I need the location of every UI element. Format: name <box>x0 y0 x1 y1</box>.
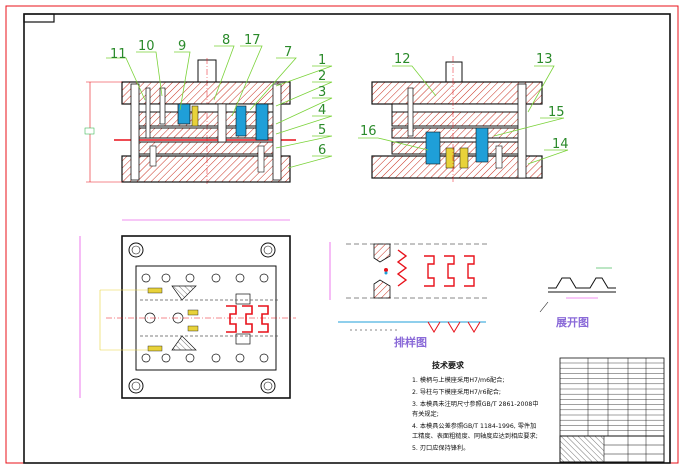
lower-die-plan-view <box>79 219 296 399</box>
strip-layout-title: 排样图 <box>394 335 427 349</box>
unfolded-part-drawing <box>539 267 616 313</box>
tech-note-2: 2. 导柱与下模座采用H7/r6配合; <box>412 388 501 396</box>
part-number-14: 14 <box>552 137 569 152</box>
part-number-4: 4 <box>318 103 326 118</box>
side-view-part-numbers: 12 13 15 16 14 <box>360 52 569 152</box>
part-number-10: 10 <box>138 39 155 54</box>
tech-title: 技术要求 <box>432 360 465 370</box>
inner-border <box>23 13 671 464</box>
unfold-title: 展开图 <box>555 316 589 329</box>
tech-note-4b: 工精度、表面粗糙度、同轴度应达到相应要求; <box>412 432 538 440</box>
part-number-3: 3 <box>318 85 326 100</box>
part-number-9: 9 <box>178 39 186 54</box>
front-section-view <box>84 58 296 184</box>
part-number-1: 1 <box>318 53 326 68</box>
part-number-17: 17 <box>244 33 261 48</box>
part-number-2: 2 <box>318 69 326 84</box>
tech-note-3: 3. 本模具未注明尺寸参照GB/T 2861-2008中 <box>412 400 539 408</box>
part-number-6: 6 <box>318 143 326 158</box>
part-number-12: 12 <box>394 52 411 67</box>
corner-tab <box>23 13 55 23</box>
part-number-13: 13 <box>536 52 553 67</box>
title-block <box>559 435 665 463</box>
side-section-view <box>371 56 543 182</box>
side-view-leaders <box>358 65 569 165</box>
part-number-15: 15 <box>548 105 565 120</box>
technical-requirements: 技术要求 1. 模柄与上模座采用H7/m6配合; 2. 导柱与下模座采用H7/r… <box>412 360 539 452</box>
part-number-11: 11 <box>110 47 127 62</box>
part-number-7: 7 <box>284 45 292 60</box>
tech-note-4: 4. 本模具公差参照GB/T 1184-1996, 零件加 <box>412 422 536 430</box>
tech-note-1: 1. 模柄与上模座采用H7/m6配合; <box>412 376 504 384</box>
bill-of-materials-table <box>559 357 665 437</box>
strip-layout-drawing <box>329 242 490 333</box>
part-number-16: 16 <box>360 124 377 139</box>
part-number-8: 8 <box>222 33 230 48</box>
tech-note-5: 5. 刃口应保持锋利。 <box>412 444 469 452</box>
front-view-part-numbers: 11 10 9 8 17 7 1 2 3 4 5 6 <box>110 33 326 158</box>
part-number-5: 5 <box>318 123 326 138</box>
front-view-leaders-top <box>106 45 333 169</box>
tech-note-3b: 有关规定; <box>412 410 439 418</box>
